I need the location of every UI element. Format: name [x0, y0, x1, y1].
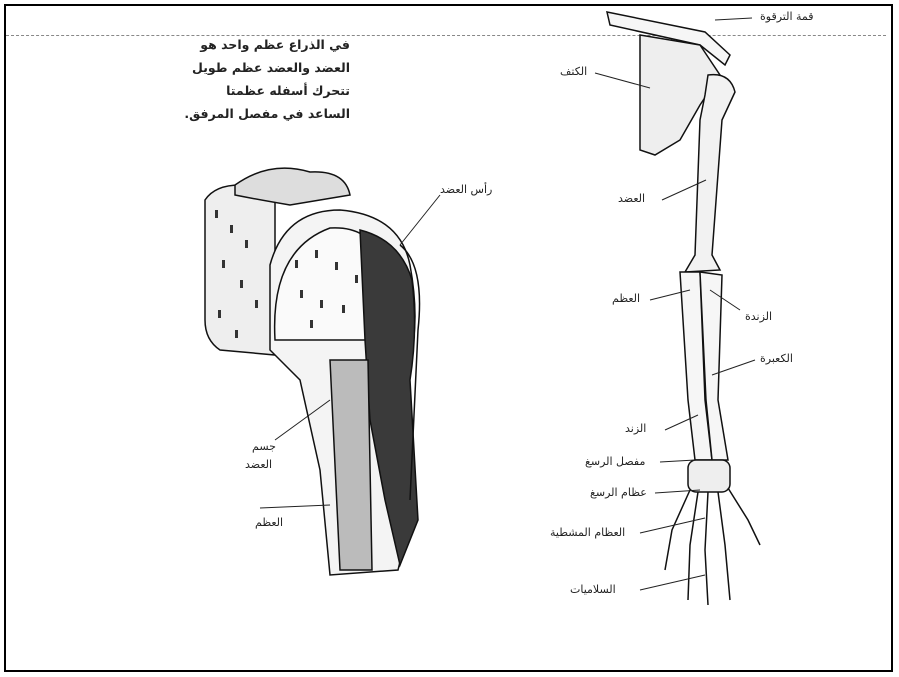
carpals [688, 460, 730, 492]
label-phalanges: السلاميات [570, 583, 616, 596]
finger-1 [665, 490, 690, 570]
label-carpals: عظام الرسغ [590, 486, 647, 499]
label-radius: الكعبرة [760, 352, 793, 365]
finger-5 [728, 488, 760, 545]
label-humerus-head: رأس العضد [440, 183, 492, 196]
shoulder-section [205, 168, 420, 575]
label-scapula: الكتف [560, 65, 587, 78]
label-trochlea: العظم [612, 292, 640, 305]
label-wrist: مفصل الرسغ [585, 455, 645, 468]
label-bone: العظم [255, 516, 283, 529]
label-humerus: العضد [618, 192, 645, 205]
label-shaft-b: العضد [245, 458, 272, 471]
label-metacarpals: العظام المشطية [550, 526, 625, 539]
label-ulna: الزند [625, 422, 646, 435]
finger-3 [705, 492, 708, 605]
label-acromion: قمة الترقوة [760, 10, 814, 23]
label-shaft-a: جسم [252, 440, 276, 453]
finger-4 [718, 492, 730, 600]
finger-2 [688, 492, 698, 600]
label-ulna-top: الزندة [745, 310, 772, 323]
